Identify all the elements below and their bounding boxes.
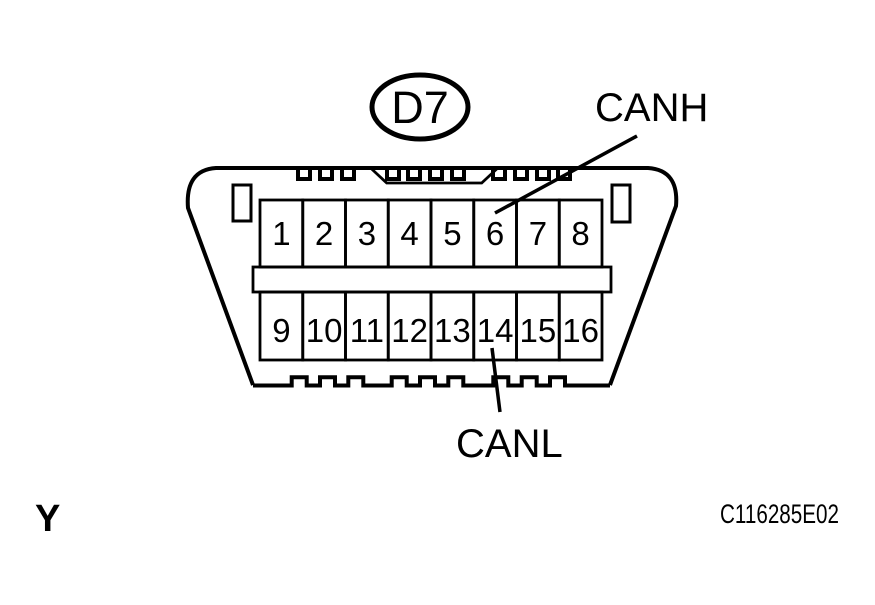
canl-leader-line <box>490 347 502 413</box>
canl-label: CANL <box>456 422 563 466</box>
page-marker-label: Y <box>35 498 60 540</box>
connector-id-label: D7 <box>391 82 449 133</box>
pin-row-separator-bar <box>251 265 613 294</box>
connector-key-trapezoid <box>370 167 498 185</box>
pin-5-label: 5 <box>443 215 461 252</box>
pin-14-label: 14 <box>477 312 514 349</box>
connector-id-ellipse <box>369 72 471 142</box>
pin-10-label: 10 <box>306 312 343 349</box>
canh-label: CANH <box>595 86 708 130</box>
figure-code-label: C116285E02 <box>720 499 839 529</box>
pin-row-bottom: 9 10 11 12 13 14 15 16 <box>258 290 604 362</box>
bottom-castellation-edge <box>253 375 610 388</box>
top-castellation-notches <box>296 168 572 181</box>
pin-cell-16 <box>557 290 604 362</box>
pin-4-label: 4 <box>400 215 418 252</box>
right-mount-slot <box>610 183 632 224</box>
pin-16-label: 16 <box>562 312 599 349</box>
pin-2-label: 2 <box>315 215 333 252</box>
pin-1-label: 1 <box>272 215 290 252</box>
pin-cell-8 <box>557 198 604 269</box>
pin-8-label: 8 <box>571 215 589 252</box>
pin-9-label: 9 <box>272 312 290 349</box>
pin-12-label: 12 <box>391 312 428 349</box>
pin-15-label: 15 <box>520 312 557 349</box>
left-mount-slot <box>231 183 253 223</box>
pin-6-label: 6 <box>486 215 504 252</box>
pin-3-label: 3 <box>358 215 376 252</box>
pin-7-label: 7 <box>529 215 547 252</box>
pin-13-label: 13 <box>434 312 471 349</box>
pin-11-label: 11 <box>350 312 384 349</box>
pin-row-top: 1 2 3 4 5 6 7 8 <box>258 198 604 269</box>
